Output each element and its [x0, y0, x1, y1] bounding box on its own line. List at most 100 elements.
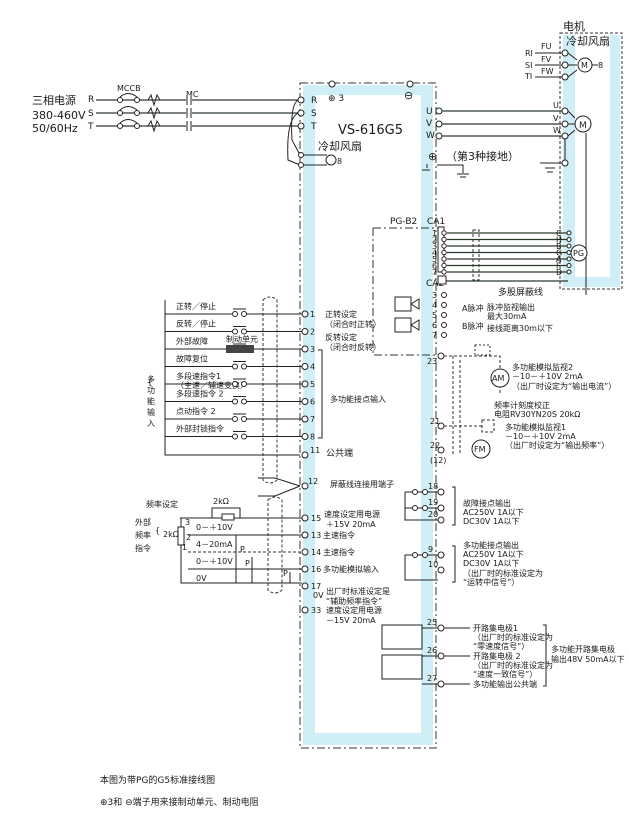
group-label-char: 能 [147, 396, 155, 406]
motor-output: U V W U V W M ⊕ （第3种接地） [422, 101, 592, 295]
pulse-monitor-label: 脉冲监视输出 [487, 302, 535, 312]
analog-signal: 4－20mA [196, 540, 233, 549]
relay-terminal [437, 504, 445, 512]
input-terminal-number: 2 [310, 328, 315, 337]
fault-output-title: 故障接点输出 [463, 498, 511, 508]
am-meter-label: AM [492, 374, 504, 383]
fm-meter-label: FM [474, 445, 486, 454]
fm-title: 多功能模拟监视1 [505, 422, 566, 432]
relay-terminal [437, 551, 445, 559]
ca2-terminal [441, 332, 447, 338]
neg-supply-label-1: 速度设定用电源 [326, 605, 382, 615]
relay-terminal-number: 18 [428, 482, 438, 491]
ca2-pin: 4 [432, 301, 437, 310]
pulse-monitor-current: 最大30mA [487, 311, 527, 321]
motor-fan-label: 冷却风扇 [566, 34, 610, 48]
analog-terminal-desc: 多功能模拟输入 [323, 564, 379, 574]
neg-supply-label-2: －15V 20mA [326, 616, 376, 625]
default-note-1: 出厂时标准设定是 [326, 586, 390, 596]
analog-terminal-number: 14 [311, 548, 321, 557]
relay-terminal-number: 9 [428, 545, 433, 554]
fan-blade-icon: 8 [598, 61, 603, 70]
analog-terminal [301, 565, 309, 573]
ca2-terminal [441, 302, 447, 308]
phase-s: S [88, 109, 94, 119]
ca2-pin: 3 [432, 291, 437, 300]
neg-supply-terminal: 33 [311, 606, 321, 615]
shield-note: 多股屏蔽线 [498, 286, 543, 298]
switch-contact [232, 433, 238, 440]
input-terminal [301, 415, 309, 423]
power-input: 三相电源 380-460V 50/60Hz R S T MCCB MC R S … [32, 84, 317, 168]
input-terminal [301, 363, 309, 370]
ca2-pin: 7 [432, 331, 437, 340]
ca2-label: CA2 [426, 279, 444, 289]
terminal-s [297, 109, 305, 117]
analog-terminal [301, 548, 309, 556]
ca1-terminal [441, 269, 447, 275]
transistor-2-icon [381, 654, 423, 680]
switch-contact [241, 328, 247, 335]
oc-group-spec: 输出48V 50mA以下 [551, 654, 625, 664]
encoder-terminal [566, 263, 572, 268]
analog-signal: 0－＋10V [196, 557, 233, 566]
p-mark: P [240, 545, 245, 554]
oc-terminal-number: 26 [427, 646, 437, 655]
pot-left-label: 2kΩ [163, 530, 179, 539]
group-label-char: 功 [147, 385, 155, 395]
input-terminal [301, 398, 309, 405]
switch-contact [241, 433, 247, 440]
am-default: （出厂时设定为“输出电流”） [512, 381, 616, 391]
analog-terminal [301, 582, 309, 590]
analog-terminal-desc: 主速指令 [323, 530, 355, 540]
overload-relays [147, 93, 161, 133]
switch-contact [241, 416, 247, 422]
fan-line-s: SI [525, 61, 532, 70]
input-label: 故障复位 [176, 354, 208, 364]
phase-r: R [88, 95, 94, 105]
input-terminal-number: 3 [310, 345, 315, 354]
terminal-22: 22 [430, 441, 440, 450]
encoder-pin: B [556, 242, 562, 251]
group-label-char: 入 [147, 419, 155, 428]
wiring-distance: 接线距离30m以下 [487, 323, 553, 333]
switch-contact [241, 311, 247, 317]
motor-u-label: U [553, 101, 559, 110]
encoder-pin: D [556, 268, 562, 277]
terminal-s-label: S [311, 109, 317, 119]
inverter-housing [299, 82, 437, 749]
analog-signal: 0－＋10V [196, 523, 233, 532]
relay-terminal [437, 566, 445, 574]
oc-terminal-number: 27 [427, 674, 437, 683]
encoder-terminal [566, 250, 572, 255]
oc-label-sub: （出厂时的标准设定为 [473, 660, 553, 670]
oc-terminal [437, 624, 445, 632]
out-v-label: V [426, 119, 433, 129]
switch-contact [232, 311, 238, 317]
encoder-pin: A [556, 255, 562, 264]
ca2-terminal [441, 292, 447, 298]
rev-note-2: （闭合时反转） [325, 342, 381, 352]
relay-terminal-number: 20 [428, 510, 438, 519]
zero-v-label: 0V [313, 591, 324, 600]
input-label-sub: （主速／辅速变换） [176, 380, 248, 390]
shield-terminal: 12 [308, 477, 318, 486]
motor-fan: 电机 冷却风扇 RI SI TI FU FV FW M 8 [524, 19, 610, 81]
oc-terminal [437, 680, 445, 688]
fan-icon [325, 154, 337, 166]
group-label-char: 输 [147, 407, 155, 417]
am-range: －10－＋10V 2mA [512, 372, 583, 381]
p-mark: P [283, 569, 288, 578]
switch-contact [241, 363, 247, 370]
fan-term-fu: FU [541, 42, 552, 51]
optocoupler-a [394, 296, 420, 312]
input-terminal-number: 5 [310, 380, 315, 389]
relay-terminal-number: 19 [428, 498, 438, 507]
freq-meter-title: 频率计刻度校正 [494, 400, 550, 410]
input-terminal [301, 433, 309, 440]
relay-terminal [437, 488, 445, 496]
multi-output-default-1: （出厂时的标准设定为 [463, 568, 543, 578]
encoder-pin: F [556, 262, 561, 271]
